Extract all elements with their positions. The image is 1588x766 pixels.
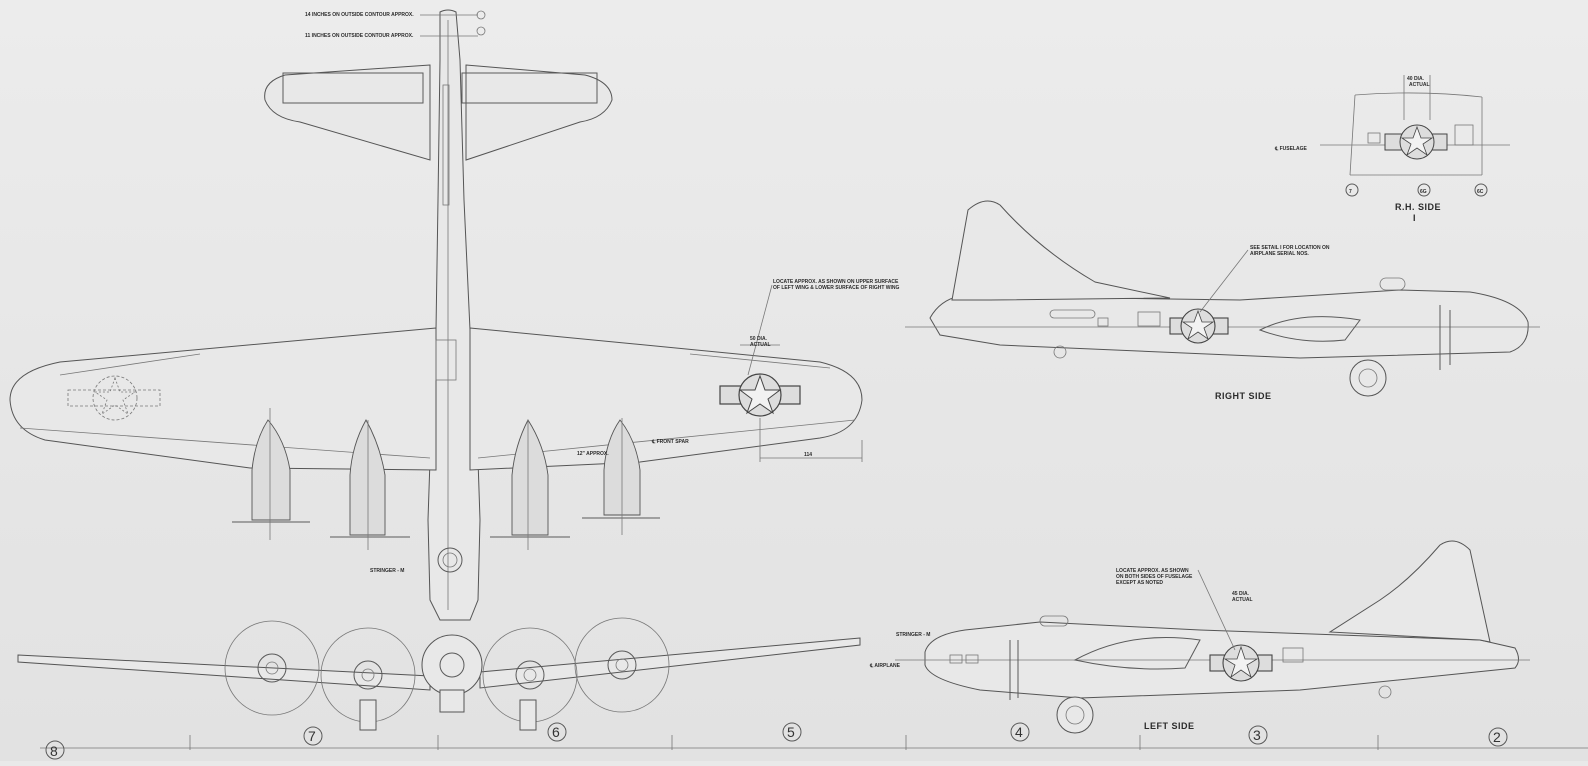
plan-nacelles [232, 408, 660, 550]
note-wing-locate-1: LOCATE APPROX. AS SHOWN ON UPPER SURFACE [773, 279, 899, 285]
detail-station-7: 7 [1349, 189, 1352, 195]
station-3: 3 [1253, 727, 1261, 743]
right-side-insignia [1169, 308, 1229, 344]
left-side-view [895, 540, 1530, 734]
plan-insignia-left [67, 375, 161, 421]
note-left-dia-1: 45 DIA. [1232, 591, 1250, 597]
title-left-side: LEFT SIDE [1144, 721, 1195, 731]
front-view [17, 617, 861, 731]
station-6: 6 [552, 724, 560, 740]
station-bar [40, 722, 1588, 760]
note-front-spar: ℄ FRONT SPAR [651, 438, 689, 445]
note-wing-dim: 114 [804, 452, 812, 458]
left-side-insignia [1209, 644, 1273, 682]
plan-view [9, 9, 863, 621]
note-wing-dia-2: ACTUAL [750, 342, 771, 348]
plan-insignia-right [719, 373, 801, 417]
note-contour-11: 11 INCHES ON OUTSIDE CONTOUR APPROX. [305, 33, 414, 39]
note-approx-12: 12" APPROX. [577, 451, 609, 457]
note-stringer-top: STRINGER - M [370, 568, 404, 574]
note-detail-2: AIRPLANE SERIAL NOS. [1250, 251, 1309, 257]
detail-station-6c: 6C [1477, 189, 1484, 195]
station-7: 7 [308, 728, 316, 744]
right-side-view [905, 200, 1540, 397]
note-wing-locate-2: OF LEFT WING & LOWER SURFACE OF RIGHT WI… [773, 285, 899, 291]
station-8: 8 [50, 743, 58, 759]
note-left-dia-2: ACTUAL [1232, 597, 1253, 603]
detail-station-6g: 6G [1420, 189, 1427, 195]
note-left-locate-2: ON BOTH SIDES OF FUSELAGE [1116, 574, 1193, 580]
note-contour-14: 14 INCHES ON OUTSIDE CONTOUR APPROX. [305, 12, 414, 18]
note-left-locate-1: LOCATE APPROX. AS SHOWN [1116, 568, 1189, 574]
note-stringer-left: STRINGER - M [896, 632, 930, 638]
note-airplane: ℄ AIRPLANE [869, 662, 901, 669]
note-fuselage: ℄ FUSELAGE [1274, 145, 1307, 152]
note-rh-dia-2: ACTUAL [1409, 82, 1430, 88]
station-2: 2 [1493, 729, 1501, 745]
rh-side-detail [1320, 75, 1510, 197]
title-right-side: RIGHT SIDE [1215, 391, 1272, 401]
title-rh-side: R.H. SIDE [1395, 202, 1441, 212]
note-wing-dia-1: 50 DIA. [750, 336, 768, 342]
note-rh-dia-1: 40 DIA. [1407, 76, 1425, 82]
title-rh-side-detail: I [1413, 213, 1416, 223]
station-5: 5 [787, 724, 795, 740]
note-left-locate-3: EXCEPT AS NOTED [1116, 580, 1163, 586]
note-detail-1: SEE SETAIL I FOR LOCATION ON [1250, 245, 1330, 251]
station-4: 4 [1015, 724, 1023, 740]
